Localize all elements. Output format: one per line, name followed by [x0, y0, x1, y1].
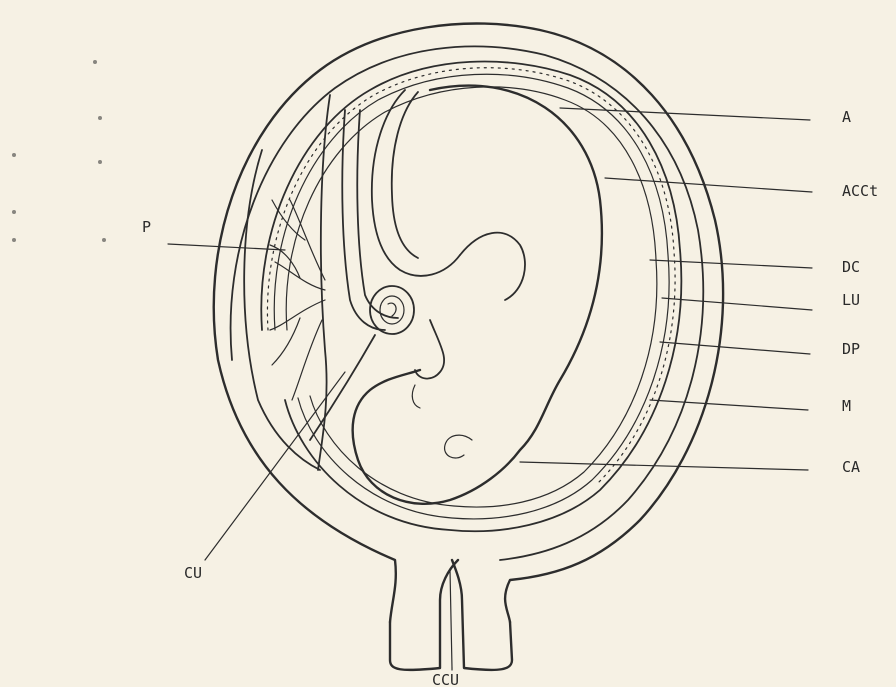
label-P: P: [142, 218, 151, 236]
leader-CA: [520, 462, 808, 470]
margin-mark: [98, 116, 102, 120]
margin-mark: [12, 210, 16, 214]
fetus: [353, 86, 602, 504]
label-CU: CU: [184, 564, 202, 582]
fetus-eye: [412, 385, 420, 408]
fetus-leg-upper: [372, 90, 460, 276]
label-DP: DP: [842, 340, 860, 358]
fetus-arm: [460, 233, 525, 300]
label-CA: CA: [842, 458, 860, 476]
margin-mark: [102, 238, 106, 242]
margin-mark: [12, 153, 16, 157]
leader-lines: [168, 108, 812, 670]
label-CCU: CCU: [432, 671, 459, 687]
leader-M: [650, 400, 808, 410]
leader-DC: [650, 260, 812, 268]
label-M: M: [842, 397, 851, 415]
cord-loop-inner: [380, 296, 404, 324]
fetus-body-outline: [353, 86, 602, 504]
margin-marks: [12, 60, 106, 242]
uterine-outer-outline: [214, 23, 723, 622]
leader-LU: [662, 298, 812, 310]
decidua-line: [261, 61, 681, 531]
cord-to-placenta: [310, 335, 375, 440]
label-A: A: [842, 108, 851, 126]
uterine-wall: [214, 23, 723, 622]
margin-mark: [98, 160, 102, 164]
label-LU: LU: [842, 291, 860, 309]
fetus-ear: [445, 435, 472, 458]
margin-mark: [93, 60, 97, 64]
amnion-line-1: [274, 74, 669, 519]
margin-mark: [12, 238, 16, 242]
cord-line-1: [342, 110, 385, 330]
membrane-layers: [261, 61, 681, 531]
cord-loop-spiral: [388, 303, 396, 316]
placental-villi: [270, 200, 325, 400]
cervix: [390, 560, 512, 670]
leader-ACCt: [605, 178, 812, 192]
label-DC: DC: [842, 258, 860, 276]
cervix-right: [452, 560, 512, 670]
labels: A ACCt DC LU DP M CA P CU CCU: [142, 108, 878, 687]
leader-DP: [660, 342, 810, 354]
amnion-line-2: [286, 87, 657, 507]
label-ACCt: ACCt: [842, 182, 878, 200]
cervix-left: [390, 560, 458, 670]
decidua-texture: [267, 68, 675, 485]
myometrium-inner-line: [231, 46, 704, 560]
fetus-leg-inner: [392, 92, 418, 258]
leader-CU: [205, 372, 345, 560]
cervical-canal-line: [450, 570, 452, 668]
